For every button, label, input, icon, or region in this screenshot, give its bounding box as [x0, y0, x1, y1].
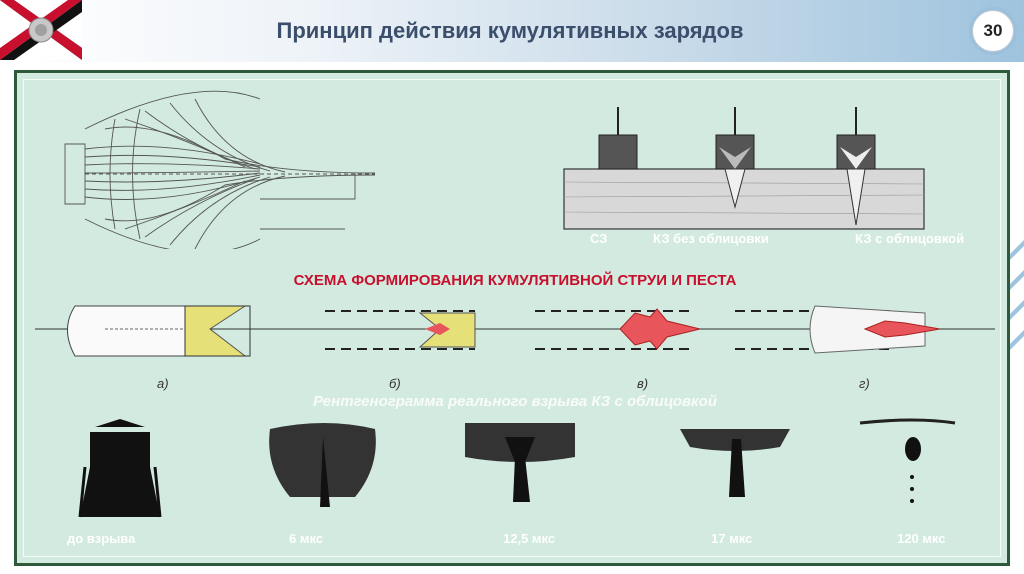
label-kz-liner: КЗ с облицовкой — [855, 231, 965, 246]
formation-heading: СХЕМА ФОРМИРОВАНИЯ КУМУЛЯТИВНОЙ СТРУИ И … — [293, 272, 737, 289]
target-penetration-diagram — [563, 107, 925, 230]
stage-label-a: а) — [157, 376, 169, 391]
xray-frame-17 — [680, 429, 790, 497]
xray-frame-120 — [859, 418, 956, 503]
xray-sequence — [78, 418, 956, 518]
header-bar — [0, 0, 1024, 62]
label-sz: СЗ — [590, 231, 608, 246]
time-120: 120 мкс — [897, 531, 946, 546]
time-6: 6 мкс — [289, 531, 324, 546]
xray-frame-12 — [465, 423, 575, 502]
charge-focus-diagram — [64, 90, 376, 249]
time-17: 17 мкс — [711, 531, 753, 546]
stage-a — [67, 305, 251, 357]
stage-d — [735, 305, 941, 354]
formation-stages-diagram — [35, 305, 995, 357]
page-number-badge: 30 — [972, 10, 1014, 52]
stage-label-c: в) — [637, 376, 649, 391]
xray-caption: Рентгенограмма реального взрыва КЗ с обл… — [312, 393, 717, 410]
emblem-icon — [0, 0, 82, 60]
content-panel: СЗ КЗ без облицовки КЗ с облицовкой СХЕМ… — [14, 70, 1010, 566]
time-before: до взрыва — [67, 531, 136, 546]
page-title: Принцип действия кумулятивных зарядов — [276, 18, 744, 43]
stage-b — [325, 310, 476, 350]
stage-c — [535, 308, 701, 350]
stage-label-d: г) — [859, 376, 870, 391]
xray-frame-before — [78, 419, 162, 518]
time-12: 12,5 мкс — [503, 531, 556, 546]
label-kz-no-liner: КЗ без облицовки — [653, 231, 769, 246]
stage-label-b: б) — [389, 376, 401, 391]
xray-frame-6 — [269, 423, 376, 507]
